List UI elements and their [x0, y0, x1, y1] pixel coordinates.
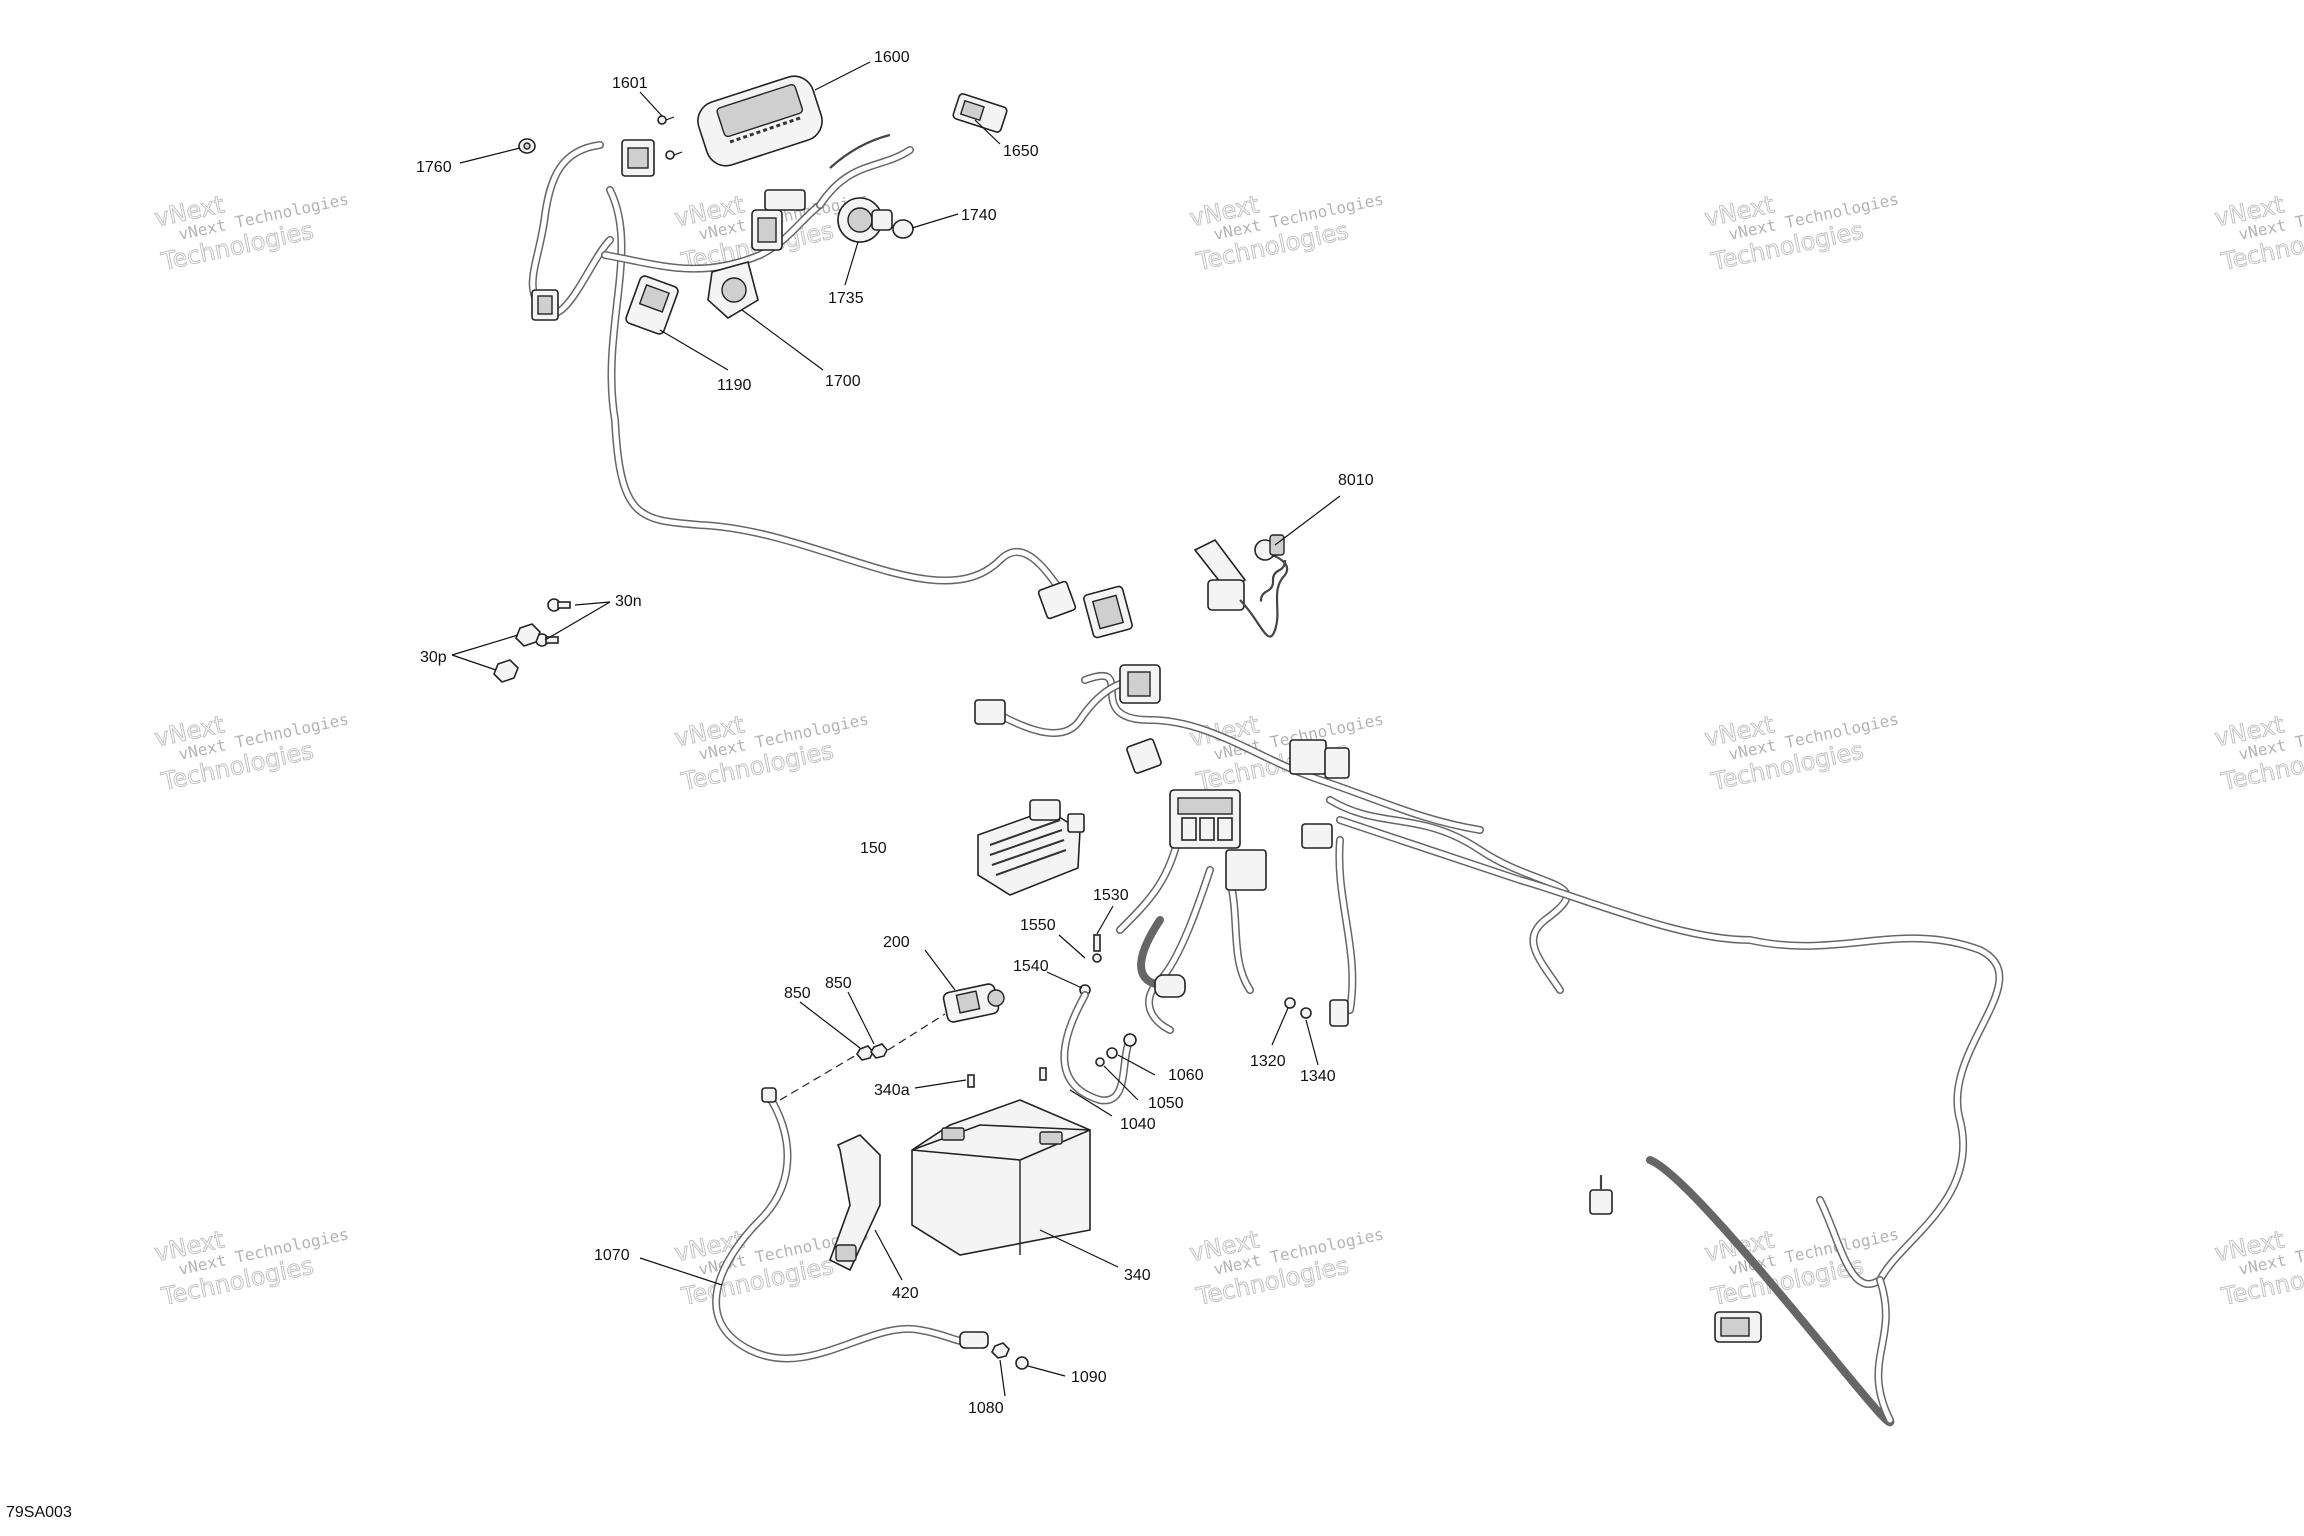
screw-icon — [1095, 1047, 1118, 1067]
watermark: vNext vNext Technologies Technologies — [1187, 189, 1386, 276]
battery-icon — [911, 1099, 1091, 1256]
watermark: vNext vNext Technologies Technologies — [1702, 1224, 1901, 1311]
connector-icon — [1301, 823, 1333, 849]
relay-icon — [942, 983, 1005, 1023]
connector-icon — [1037, 580, 1133, 639]
key-icon — [1193, 534, 1289, 638]
callout-340: 340 — [1124, 1267, 1151, 1284]
callout-150: 150 — [860, 840, 887, 857]
callout-1550: 1550 — [1020, 917, 1056, 934]
callout-1340: 1340 — [1300, 1068, 1336, 1085]
callout-1320: 1320 — [1250, 1053, 1286, 1070]
callout-1060: 1060 — [1168, 1067, 1204, 1084]
watermark: vNext vNext Technologies Technologies — [152, 709, 351, 796]
callout-1190: 1190 — [717, 377, 752, 394]
nut-icon — [518, 138, 536, 154]
watermark: vNext vNext Technologies Technologies — [2212, 709, 2304, 796]
callout-1760: 1760 — [416, 159, 452, 176]
callout-8010: 8010 — [1338, 472, 1374, 489]
leader-lines — [451, 61, 1341, 1397]
nut-icon — [856, 1043, 888, 1061]
watermark: vNext vNext Technologies Technologies — [2212, 1224, 2304, 1311]
watermark: vNext vNext Technologies Technologies — [1187, 1224, 1386, 1311]
callout-1080: 1080 — [968, 1400, 1004, 1417]
callout-1601: 1601 — [612, 75, 648, 92]
connector-icon — [1329, 999, 1349, 1027]
fuse-box-icon — [1169, 789, 1267, 891]
regulator-icon — [977, 799, 1085, 896]
connector-icon — [531, 289, 559, 321]
callout-200: 200 — [883, 934, 910, 951]
callout-1735: 1735 — [828, 290, 864, 307]
callout-850b: 850 — [825, 975, 852, 992]
callout-1700: 1700 — [825, 373, 861, 390]
screw-icon — [535, 598, 571, 647]
cable-icon — [712, 1087, 989, 1363]
callout-labels: 1600 1601 1650 1760 1740 1735 1190 1700 … — [416, 49, 1374, 1417]
nut-icon — [991, 1342, 1029, 1370]
callout-1040: 1040 — [1120, 1116, 1156, 1133]
connector-icon — [751, 189, 806, 251]
watermark: vNext vNext Technologies Technologies — [152, 189, 351, 276]
callout-1600: 1600 — [874, 49, 910, 66]
connector-icon — [1119, 664, 1161, 704]
cable-icon — [1060, 991, 1137, 1105]
connector-icon — [1126, 738, 1162, 774]
callout-30n: 30n — [615, 593, 642, 610]
connector-icon — [621, 139, 655, 177]
callout-1530: 1530 — [1093, 887, 1129, 904]
screw-icon — [1079, 934, 1102, 996]
watermark: vNext vNext Technologies Technologies — [2212, 189, 2304, 276]
strap-icon — [829, 1134, 881, 1272]
screw-icon — [657, 115, 683, 160]
diagram-reference: 79SA003 — [6, 1504, 72, 1521]
switch-icon — [625, 275, 679, 335]
watermark: vNext vNext Technologies Technologies — [1187, 709, 1386, 796]
bulb-icon — [837, 197, 893, 243]
callout-1740: 1740 — [961, 207, 997, 224]
callout-850a: 850 — [784, 985, 811, 1002]
screw-icon — [1284, 997, 1312, 1019]
connector-icon — [1289, 739, 1350, 779]
connector-icon — [1154, 974, 1186, 998]
watermark: vNext vNext Technologies Technologies — [152, 1224, 351, 1311]
main-harness — [974, 664, 2004, 1427]
callout-1070: 1070 — [594, 1247, 630, 1264]
callout-420: 420 — [892, 1285, 919, 1302]
callout-30p: 30p — [420, 649, 447, 666]
nut-icon — [493, 623, 541, 683]
callout-1540: 1540 — [1013, 958, 1049, 975]
switch-icon — [707, 261, 759, 319]
connector-icon — [1714, 1311, 1762, 1343]
callout-1050: 1050 — [1148, 1095, 1184, 1112]
connector-icon — [974, 699, 1006, 725]
connector-icon — [1589, 1175, 1613, 1215]
callout-1650: 1650 — [1003, 143, 1039, 160]
screw-icon — [967, 1067, 1047, 1088]
callout-340a: 340a — [874, 1082, 910, 1099]
gauge-icon — [697, 75, 823, 167]
connector-icon — [952, 93, 1008, 133]
callout-1090: 1090 — [1071, 1369, 1107, 1386]
upper-harness — [528, 133, 1133, 639]
watermark: vNext vNext Technologies Technologies — [1702, 709, 1901, 796]
watermark: vNext vNext Technologies Technologies — [672, 709, 871, 796]
watermark: vNext vNext Technologies Technologies — [1702, 189, 1901, 276]
bulb-icon — [892, 219, 914, 239]
